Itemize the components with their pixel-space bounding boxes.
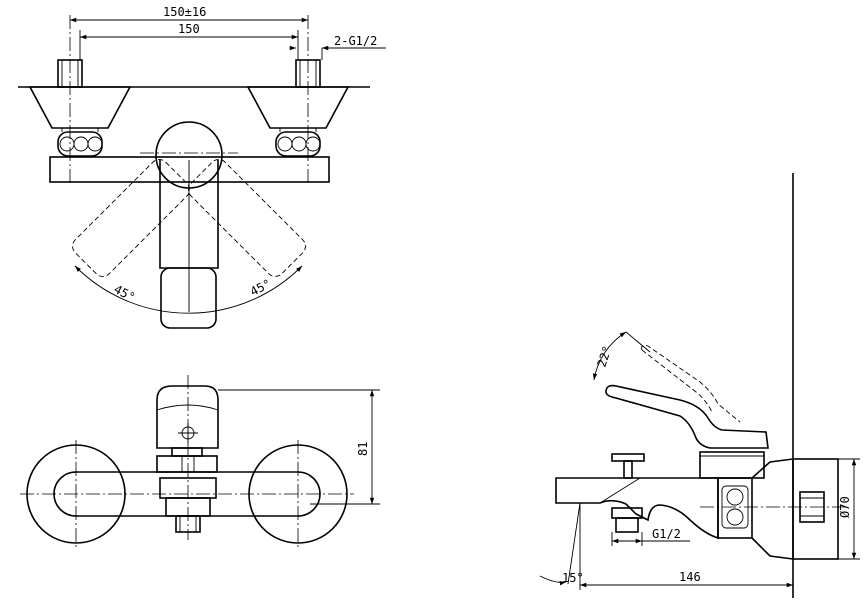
center-distance-label: 150 [178,22,200,36]
overall-span-label: 150±16 [163,5,206,19]
lever-tilted [641,345,741,423]
inlet-thread-label: 2-G1/2 [334,34,377,48]
outlet-nut-side [615,517,639,533]
handle-grip [160,267,217,329]
flange-side [792,458,839,560]
lever-angle-arc [592,331,627,381]
cartridge-body [156,455,218,473]
diverter-stem [623,460,633,479]
handle-left-position [72,159,190,277]
outlet-side [611,507,643,519]
front-view: 81 [20,375,380,550]
body-height-label: 81 [356,442,370,456]
flange-cone [751,458,794,560]
connector-side [717,477,753,539]
left-flange [28,86,132,129]
swivel-arc [74,265,303,314]
left-angle-label: 45° [112,282,138,305]
outlet-thread-label: G1/2 [652,527,681,541]
lever-side [605,384,769,449]
left-connector [57,131,103,157]
cartridge-cap [171,447,203,457]
top-view: 45° 45° 150±16 150 2-G1/2 [18,5,386,329]
spout-side [555,477,719,540]
mixer-body [49,156,330,183]
handle-right-position [188,159,306,277]
diverter-knob [611,453,645,462]
right-angle-label: 45° [248,276,274,299]
spout-angle-arc [539,575,567,586]
lever-angle-label: 22° [595,344,615,369]
right-connector [275,131,321,157]
projection-label: 146 [679,570,701,584]
handle-front [156,385,219,449]
spout-angle-label: 15° [562,571,584,585]
right-flange [246,86,350,129]
side-view: 22° 15° 146 G1/2 Ø70 [539,173,860,598]
